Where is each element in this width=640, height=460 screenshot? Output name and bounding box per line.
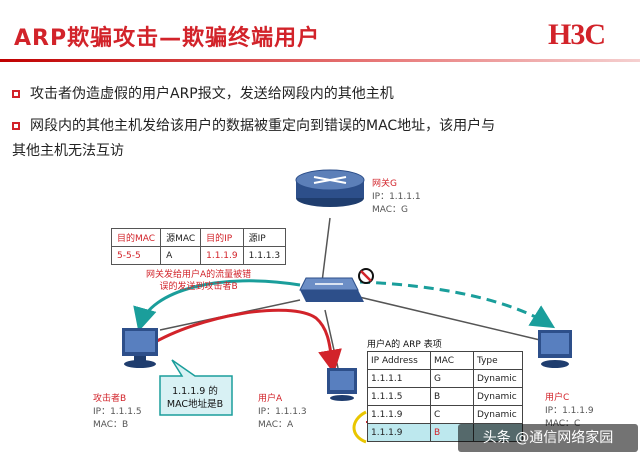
frame-cell: A xyxy=(160,246,202,265)
arp-cell: Dynamic xyxy=(473,405,523,424)
bullet-2-text: 网段内的其他主机发给该用户的数据被重定向到错误的MAC地址，该用户与 xyxy=(30,118,496,134)
user-c-name: 用户C xyxy=(545,393,570,403)
annotation-line: 误的发送到攻击者B xyxy=(159,282,238,292)
gateway-name: 网关G xyxy=(372,179,397,189)
traffic-annotation: 网关发给用户A的流量被错 误的发送到攻击者B xyxy=(146,269,251,293)
flow-arrow-to-user-c xyxy=(359,280,556,329)
user-c-computer-icon xyxy=(538,330,572,368)
arp-cell: B xyxy=(430,387,474,406)
bullet-2: 网段内的其他主机发给该用户的数据被重定向到错误的MAC地址，该用户与 xyxy=(12,114,625,139)
annotation-line: 网关发给用户A的流量被错 xyxy=(146,270,252,280)
arp-cell: C xyxy=(430,405,474,424)
attacker-name: 攻击者B xyxy=(93,394,127,404)
blocked-icon xyxy=(358,268,374,284)
user-a-computer-icon xyxy=(327,368,357,401)
user-a-ip: IP：1.1.1.3 xyxy=(258,407,307,417)
arp-cell: Dynamic xyxy=(473,369,523,388)
arp-cell: 1.1.1.5 xyxy=(367,387,431,406)
watermark: 头条 @通信网络家园 xyxy=(458,424,638,452)
frame-cell: 5-5-5 xyxy=(110,246,162,265)
gateway-ip: IP：1.1.1.1 xyxy=(372,192,421,202)
gateway-mac: MAC：G xyxy=(372,205,409,215)
frame-table: 目的MAC 源MAC 目的IP 源IP 5-5-5 A 1.1.1.9 1.1.… xyxy=(110,228,287,265)
callout-bubble xyxy=(159,359,233,416)
bullet-1-text: 攻击者伪造虚假的用户ARP报文，发送给网段内的其他主机 xyxy=(30,86,394,102)
user-a-name: 用户A xyxy=(258,394,283,404)
arp-header: Type xyxy=(473,351,523,370)
arp-update-arrow xyxy=(352,410,367,444)
user-a-label: 用户A IP：1.1.1.3 MAC：A xyxy=(258,393,307,432)
arp-cell: G xyxy=(430,369,474,388)
switch-icon xyxy=(299,277,364,302)
bullet-square-icon xyxy=(12,90,20,98)
arp-cell: 1.1.1.9 xyxy=(367,423,431,442)
frame-header: 源MAC xyxy=(160,228,202,247)
flow-arrow-red xyxy=(149,308,342,374)
frame-header: 目的MAC xyxy=(110,228,162,247)
title-rule xyxy=(0,59,640,62)
attacker-label: 攻击者B IP：1.1.1.5 MAC：B xyxy=(93,393,142,432)
attacker-mac: MAC：B xyxy=(93,420,129,430)
frame-cell: 1.1.1.3 xyxy=(242,246,287,265)
arp-header: MAC xyxy=(430,351,474,370)
slide-title: ARP欺骗攻击—欺骗终端用户 xyxy=(14,26,321,51)
arp-header: IP Address xyxy=(367,351,431,370)
callout-line: MAC地址是B xyxy=(166,399,224,410)
arp-table-title: 用户A的 ARP 表项 xyxy=(367,340,442,350)
user-c-ip: IP：1.1.1.9 xyxy=(545,406,594,416)
arp-cell: 1.1.1.1 xyxy=(367,369,431,388)
arp-cell: Dynamic xyxy=(473,387,523,406)
flow-arrow-to-attacker xyxy=(133,279,301,332)
frame-header: 源IP xyxy=(242,228,287,247)
bullet-2-continuation: 其他主机无法互访 xyxy=(12,143,124,159)
h3c-logo: H3C xyxy=(548,18,606,51)
bullet-1: 攻击者伪造虚假的用户ARP报文，发送给网段内的其他主机 xyxy=(12,82,625,107)
attacker-ip: IP：1.1.1.5 xyxy=(93,407,142,417)
attacker-computer-icon xyxy=(122,328,158,368)
frame-header: 目的IP xyxy=(200,228,244,247)
callout-text: 1.1.1.9 的 MAC地址是B xyxy=(165,385,225,411)
user-a-mac: MAC：A xyxy=(258,420,294,430)
gateway-router-icon xyxy=(295,169,365,207)
arp-cell: 1.1.1.9 xyxy=(367,405,431,424)
frame-cell: 1.1.1.9 xyxy=(200,246,244,265)
bullet-square-icon xyxy=(12,122,20,130)
callout-line: 1.1.1.9 的 xyxy=(172,386,218,397)
gateway-label: 网关G IP：1.1.1.1 MAC：G xyxy=(372,178,421,217)
